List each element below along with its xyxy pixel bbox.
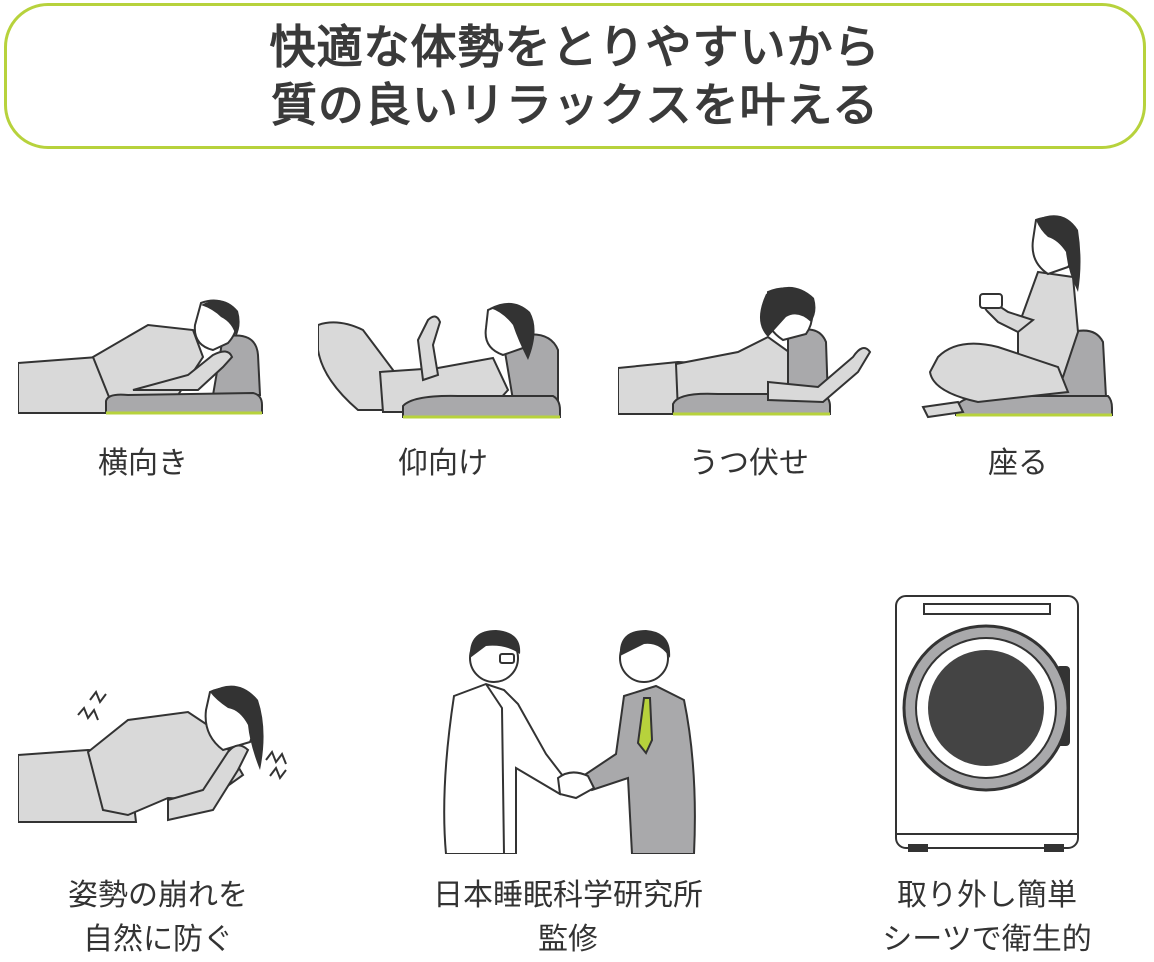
back-lying-illustration: [318, 302, 566, 420]
side-lying-illustration: [18, 295, 268, 420]
washing-machine-illustration: [894, 594, 1080, 852]
face-down-illustration: [618, 286, 878, 420]
posture-label-back: 仰向け: [398, 446, 488, 481]
feature-label-supervised: 日本睡眠科学研究所 監修: [433, 878, 703, 957]
handshake-illustration: [436, 630, 702, 854]
sitting-illustration: [918, 215, 1118, 420]
headline-line-2: 質の良いリラックスを叶える: [270, 78, 880, 132]
posture-label-sitting: 座る: [988, 446, 1048, 481]
posture-label-face-down: うつ伏せ: [689, 446, 809, 481]
posture-support-illustration: [18, 685, 298, 830]
headline-line-1: 快適な体勢をとりやすいから: [269, 20, 881, 74]
feature-label-washable: 取り外し簡単 シーツで衛生的: [882, 878, 1092, 957]
posture-label-side: 横向き: [98, 446, 188, 481]
headline-banner: 快適な体勢をとりやすいから 質の良いリラックスを叶える: [4, 3, 1146, 149]
feature-label-posture: 姿勢の崩れを 自然に防ぐ: [68, 878, 248, 957]
